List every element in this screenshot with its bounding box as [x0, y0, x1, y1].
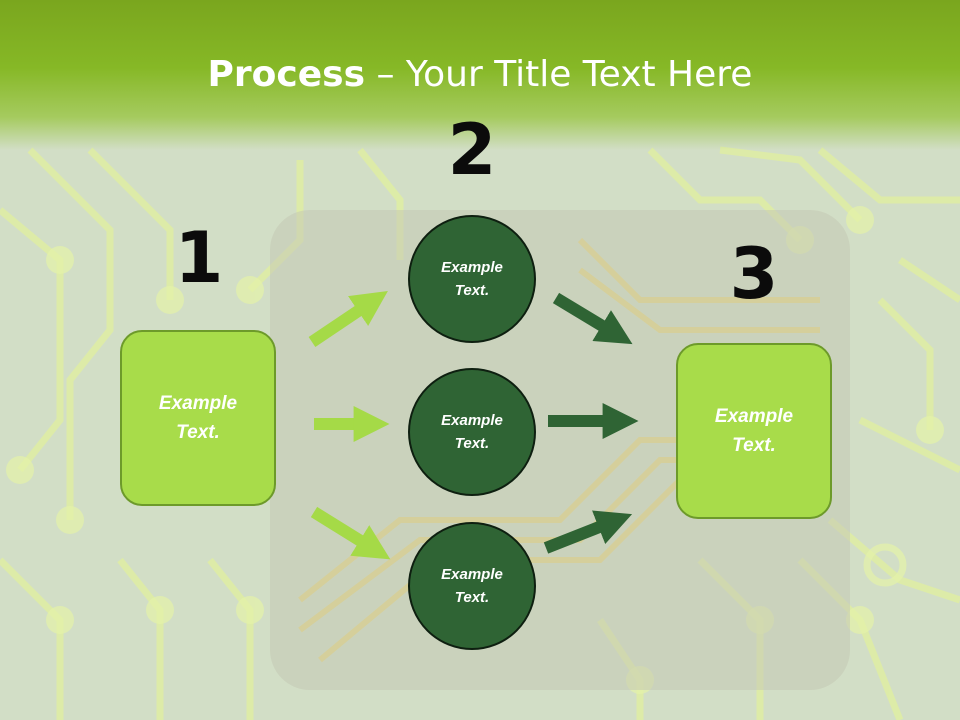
- slide-title: Process – Your Title Text Here: [0, 52, 960, 98]
- step-number-2: 2: [447, 109, 497, 191]
- process-circle-top[interactable]: Example Text.: [408, 215, 536, 343]
- title-banner: Process – Your Title Text Here: [0, 0, 960, 150]
- left-process-box[interactable]: Example Text.: [120, 330, 276, 506]
- circle-middle-text: Example Text.: [441, 412, 503, 452]
- right-process-box[interactable]: Example Text.: [676, 343, 832, 519]
- process-circle-middle[interactable]: Example Text.: [408, 368, 536, 496]
- step-number-3: 3: [729, 233, 779, 315]
- process-circle-bottom[interactable]: Example Text.: [408, 522, 536, 650]
- title-rest: – Your Title Text Here: [365, 54, 753, 95]
- right-box-text: Example Text.: [714, 406, 794, 456]
- left-box-text: Example Text.: [158, 393, 238, 443]
- circle-top-text: Example Text.: [441, 259, 503, 299]
- circle-bottom-text: Example Text.: [441, 566, 503, 606]
- title-bold: Process: [207, 54, 366, 95]
- step-number-1: 1: [174, 217, 224, 299]
